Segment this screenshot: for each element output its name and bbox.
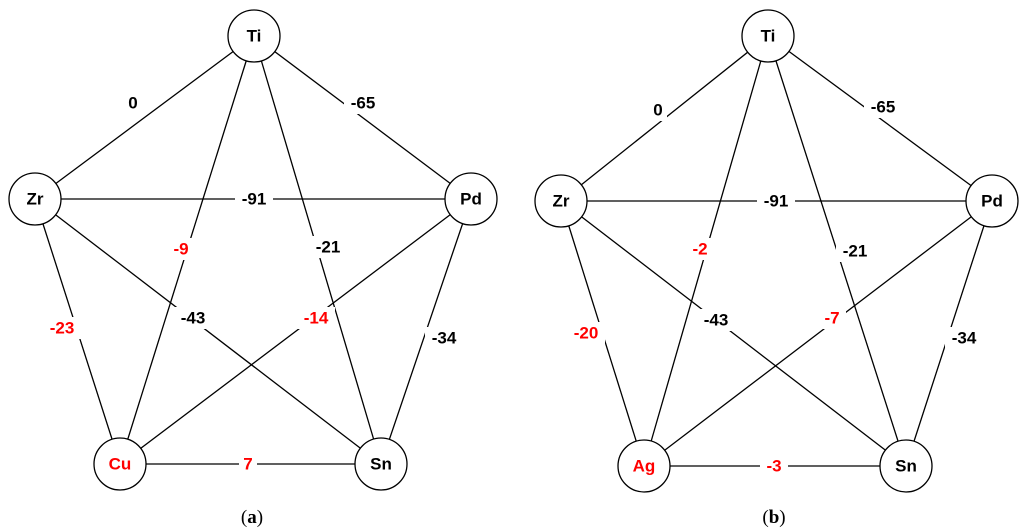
- weight-label-ti-ag-b: -2: [692, 240, 707, 259]
- weight-label-pd-sn-a: -34: [432, 329, 457, 348]
- node-circle-ti-a: [227, 9, 281, 63]
- node-label-zr-a: Zr: [27, 190, 44, 209]
- caption-open-paren: (: [762, 507, 768, 528]
- node-circle-zr-a: [8, 172, 62, 226]
- caption-open-paren: (: [241, 507, 247, 528]
- node-circle-pd-b: [965, 174, 1019, 228]
- node-circle-sn-b: [879, 439, 933, 493]
- node-label-ag-b: Ag: [633, 457, 656, 476]
- node-circle-pd-a: [444, 172, 498, 226]
- edges-b: [560, 35, 993, 467]
- edge-zr-sn-b: [560, 200, 907, 467]
- weight-label-zr-pd-a: -91: [242, 190, 267, 209]
- node-label-pd-b: Pd: [981, 192, 1003, 211]
- caption-close-paren: ): [257, 507, 263, 528]
- weight-bg-ti-sn-b: [836, 240, 874, 262]
- weight-bg-zr-sn-a: [174, 307, 212, 329]
- weight-label-zr-cu-a: -23: [50, 319, 75, 338]
- weight-label-cu-sn-a: 7: [243, 455, 252, 474]
- weight-label-pd-sn-b: -34: [952, 329, 977, 348]
- node-circle-ti-b: [741, 9, 795, 63]
- node-label-zr-b: Zr: [553, 192, 570, 211]
- edge-ti-pd-a: [253, 35, 472, 200]
- caption-close-paren: ): [779, 507, 785, 528]
- node-circle-ag-b: [617, 439, 671, 493]
- weight-label-ti-pd-b: -65: [871, 98, 896, 117]
- edges-a: [34, 35, 472, 465]
- weights-b: 0 -65 -91 -2 -21 -20 -43 -7 -34 -3: [567, 96, 983, 477]
- node-circle-sn-a: [354, 437, 408, 491]
- weight-bg-zr-cu-a: [43, 317, 81, 339]
- edge-ti-pd-b: [767, 35, 993, 202]
- weight-label-ag-sn-b: -3: [766, 457, 781, 476]
- node-label-pd-a: Pd: [460, 190, 482, 209]
- caption-b: (b): [762, 507, 785, 528]
- caption-letter-b: b: [769, 507, 780, 528]
- edge-zr-sn-a: [34, 198, 382, 465]
- weight-bg-ti-sn-a: [309, 236, 347, 258]
- weight-bg-pd-cu-a: [297, 307, 335, 329]
- weight-bg-cu-sn-a: [239, 453, 257, 475]
- weight-bg-zr-pd-b: [757, 190, 795, 212]
- weight-bg-zr-pd-a: [235, 188, 273, 210]
- node-label-sn-b: Sn: [895, 457, 917, 476]
- weight-bg-ti-cu-a: [167, 238, 195, 260]
- weight-label-ti-cu-a: -9: [173, 240, 188, 259]
- weight-label-ti-sn-b: -21: [843, 242, 868, 261]
- weight-bg-ti-zr-b: [649, 99, 667, 121]
- weight-bg-pd-sn-b: [945, 327, 983, 349]
- weight-label-ti-sn-a: -21: [316, 238, 341, 257]
- weight-label-zr-pd-b: -91: [764, 192, 789, 211]
- caption-letter-a: a: [247, 507, 257, 528]
- node-label-ti-b: Ti: [761, 27, 776, 46]
- weight-bg-zr-sn-b: [697, 309, 735, 331]
- weight-label-zr-sn-a: -43: [181, 309, 206, 328]
- node-circle-zr-b: [534, 174, 588, 228]
- caption-a: (a): [241, 507, 263, 528]
- weight-label-ti-pd-a: -65: [351, 94, 376, 113]
- weight-bg-ti-zr-a: [124, 92, 142, 114]
- edge-pd-cu-a: [119, 198, 472, 465]
- weight-label-pd-ag-b: -7: [824, 309, 839, 328]
- weight-label-ti-zr-b: 0: [653, 101, 662, 120]
- weight-bg-pd-sn-a: [425, 327, 463, 349]
- weight-bg-ti-pd-a: [344, 92, 382, 114]
- weight-label-zr-sn-b: -43: [704, 311, 729, 330]
- weight-bg-pd-ag-b: [818, 307, 846, 329]
- weight-bg-ti-ag-b: [686, 238, 714, 260]
- node-label-cu-a: Cu: [109, 455, 132, 474]
- edge-ti-zr-a: [34, 35, 255, 200]
- weights-a: 0 -65 -91 -9 -21 -23 -43 -14 -34 7: [43, 92, 463, 475]
- node-circle-cu-a: [93, 437, 147, 491]
- weight-label-zr-ag-b: -20: [574, 324, 599, 343]
- weight-bg-zr-ag-b: [567, 322, 605, 344]
- weight-bg-ti-pd-b: [864, 96, 902, 118]
- weight-label-ti-zr-a: 0: [128, 94, 137, 113]
- edge-pd-ag-b: [643, 200, 993, 467]
- node-label-sn-a: Sn: [370, 455, 392, 474]
- weight-bg-ag-sn-b: [760, 455, 788, 477]
- weight-label-pd-cu-a: -14: [304, 309, 329, 328]
- node-label-ti-a: Ti: [247, 27, 262, 46]
